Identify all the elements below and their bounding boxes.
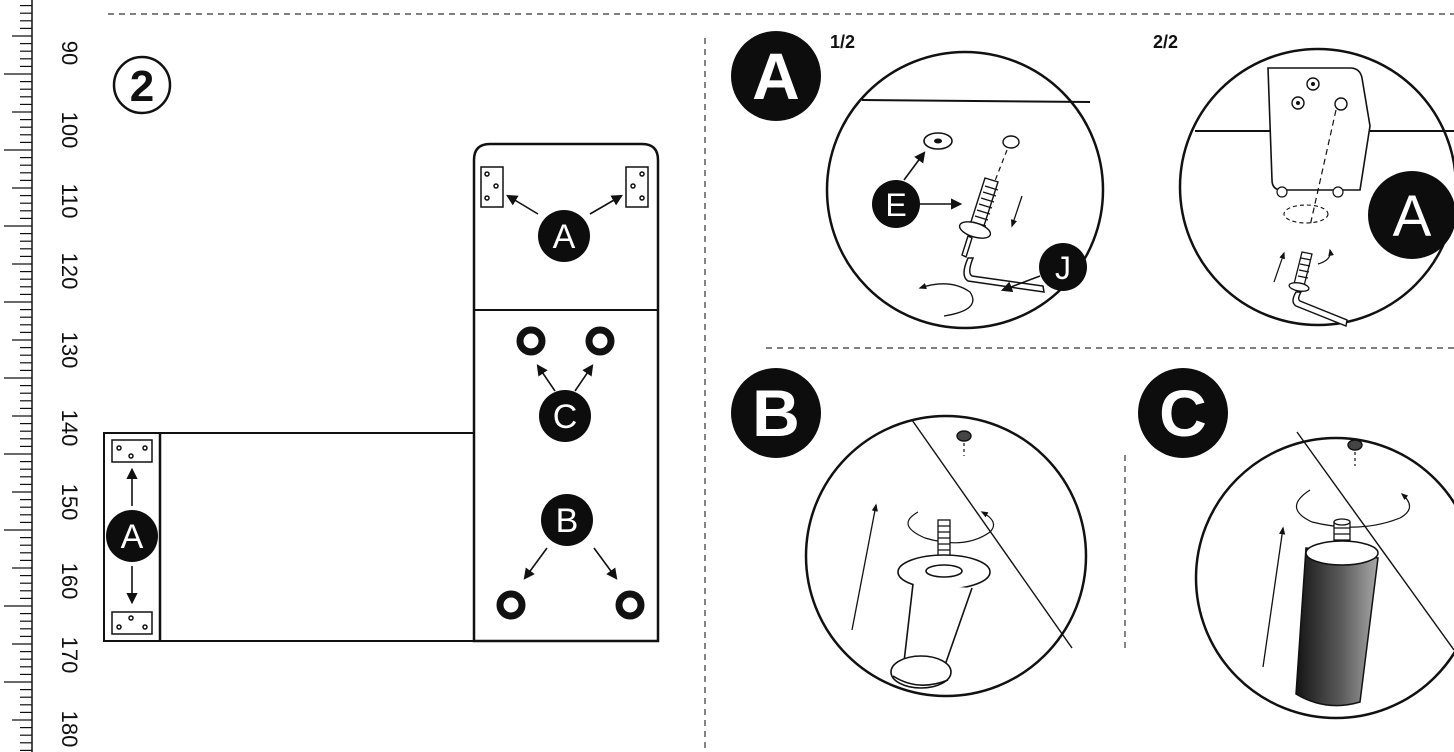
detail-a-step-two-label: 2/2 xyxy=(1153,32,1178,52)
ruler-label-90: 90 xyxy=(57,41,82,65)
panel-edge-diagonal-c xyxy=(1296,431,1454,651)
layout-label-a-top: A xyxy=(538,210,590,262)
bracket-side-bottom xyxy=(111,611,153,635)
ruler-label-170: 170 xyxy=(57,637,82,674)
insert-hole-c xyxy=(1347,439,1363,451)
arrow-b-to-right-ring xyxy=(593,547,618,580)
leg-position-b-right xyxy=(615,590,645,620)
panel-edge-diagonal xyxy=(911,419,1073,649)
rotation-arrow xyxy=(918,283,974,317)
layout-label-b-text: B xyxy=(556,502,579,540)
allen-key xyxy=(963,257,1045,293)
leg-position-b-left xyxy=(496,590,526,620)
part-label-e-text: E xyxy=(885,187,906,223)
arrow-c-to-right-ring xyxy=(574,364,594,392)
bracket-top-right xyxy=(625,166,649,208)
layout-label-a-top-text: A xyxy=(553,218,576,256)
direction-arrow-c xyxy=(1262,526,1286,668)
bolt-part-two xyxy=(1288,251,1313,292)
detail-b-badge: B xyxy=(731,368,821,458)
ruler-label-130: 130 xyxy=(57,332,82,369)
mounting-brackets xyxy=(111,166,649,635)
main-panel-outline xyxy=(472,142,660,643)
ruler-label-150: 150 xyxy=(57,484,82,521)
ruler-label-120: 120 xyxy=(57,253,82,290)
leg-positions xyxy=(496,326,645,620)
measurement-ruler: 90 100 110 120 130 140 150 160 170 180 xyxy=(4,0,82,752)
ruler-ticks xyxy=(4,4,32,752)
layout-label-b: B xyxy=(541,494,593,546)
leg-position-c-right xyxy=(585,326,615,356)
detail-a-step-one-circle: E J xyxy=(825,50,1105,330)
ruler-label-110: 110 xyxy=(57,183,82,218)
detail-c-badge: C xyxy=(1138,368,1228,458)
insert-hole xyxy=(956,430,972,442)
part-label-j: J xyxy=(1039,243,1087,291)
arrow-a-to-right-bracket xyxy=(589,194,623,215)
ruler-label-180: 180 xyxy=(57,711,82,748)
part-label-e: E xyxy=(872,180,920,228)
leg-position-c-left xyxy=(516,326,546,356)
layout-arrows xyxy=(126,194,623,605)
side-panel-outline xyxy=(103,432,475,642)
allen-key-two xyxy=(1292,291,1348,327)
leg-type-b xyxy=(890,554,991,689)
layout-label-c: C xyxy=(539,390,591,442)
layout-label-a-left-text: A xyxy=(121,518,144,556)
detail-b-badge-text: B xyxy=(752,376,800,450)
ruler-label-160: 160 xyxy=(57,563,82,600)
detail-b-circle xyxy=(804,414,1088,698)
screw-hole xyxy=(1002,135,1020,149)
panel-edge-line xyxy=(861,99,1091,103)
layout-label-a-left: A xyxy=(106,510,158,562)
layout-label-c-text: C xyxy=(553,398,578,436)
bolt-part xyxy=(958,177,999,258)
leg-type-c xyxy=(1295,540,1379,707)
detail-a-step-two-circle xyxy=(1178,47,1454,327)
detail-a-badge-text: A xyxy=(752,39,800,113)
step-number-text: 2 xyxy=(130,62,154,111)
direction-arrow xyxy=(1011,195,1023,228)
arrow-a-to-left-bracket xyxy=(506,194,539,215)
ruler-label-140: 140 xyxy=(57,410,82,447)
detail-c-circle xyxy=(1194,431,1454,720)
detail-a-badge: A xyxy=(731,31,821,121)
detail-a-second-badge-text: A xyxy=(1393,184,1432,249)
section-dividers xyxy=(108,13,1454,752)
detail-a-second-badge: A xyxy=(1368,171,1454,259)
bracket-side-top xyxy=(111,439,153,463)
furniture-bottom-view xyxy=(103,142,660,643)
detail-c-badge-text: C xyxy=(1159,376,1207,450)
arrow-b-to-left-ring xyxy=(523,547,548,580)
step-number-circle xyxy=(112,55,172,115)
direction-arrow-b xyxy=(851,503,878,631)
part-label-j-text: J xyxy=(1055,250,1071,286)
detail-a-step-one-label: 1/2 xyxy=(830,32,855,52)
ruler-label-100: 100 xyxy=(57,112,82,149)
step-number-badge: 2 xyxy=(112,55,172,115)
arrow-c-to-left-ring xyxy=(536,364,556,392)
bracket-top-left xyxy=(480,166,504,208)
